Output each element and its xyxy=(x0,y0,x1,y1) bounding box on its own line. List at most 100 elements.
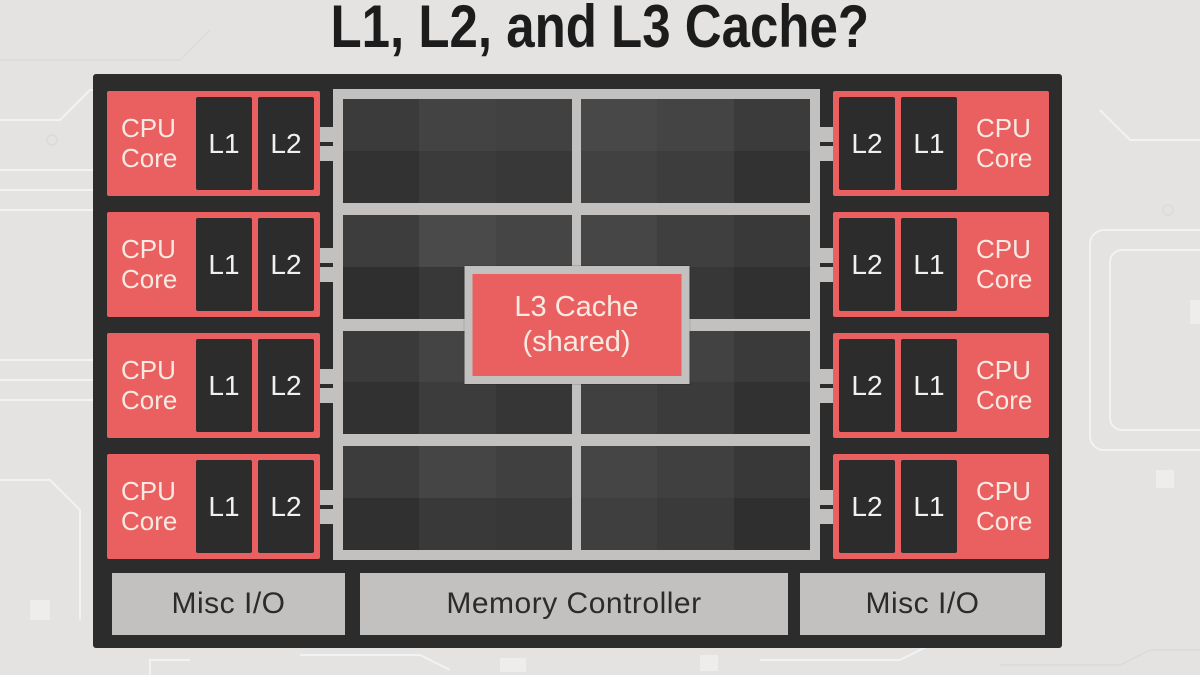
cache-tile xyxy=(343,214,420,267)
cache-panel xyxy=(343,99,572,203)
l1-cache-block: L1 xyxy=(196,218,252,311)
cpu-core-block: L2 L1 CPU Core xyxy=(820,454,1049,559)
l2-cache-block: L2 xyxy=(839,339,895,432)
cache-tile xyxy=(343,266,420,319)
l1-label: L1 xyxy=(208,127,240,159)
cache-tile xyxy=(733,446,810,499)
l1-label: L1 xyxy=(913,248,945,280)
cache-tile xyxy=(657,150,734,203)
bus-connector xyxy=(820,247,833,282)
cache-tile xyxy=(343,498,420,550)
cache-tile xyxy=(733,498,810,550)
cache-panel xyxy=(581,99,810,203)
cache-tile xyxy=(657,446,734,499)
bus-connector xyxy=(320,368,333,403)
l1-label: L1 xyxy=(913,127,945,159)
cpu-core-block: CPU Core L1 L2 xyxy=(107,333,333,438)
l1-label: L1 xyxy=(913,369,945,401)
cache-tile xyxy=(657,214,734,267)
right-core-column: L2 L1 CPU Core L2 L1 CPU Core L2 L1 CPU … xyxy=(820,91,1049,559)
bus-connector xyxy=(320,247,333,282)
cache-tile xyxy=(657,498,734,550)
cpu-core-block: L2 L1 CPU Core xyxy=(820,212,1049,317)
cache-tile xyxy=(495,214,572,267)
misc-io-label: Misc I/O xyxy=(865,587,980,620)
cache-tile xyxy=(419,446,496,499)
cache-tile xyxy=(581,382,658,435)
cache-tile xyxy=(733,214,810,267)
cache-tile xyxy=(343,99,420,151)
l2-cache-block: L2 xyxy=(839,97,895,190)
l2-label: L2 xyxy=(270,127,302,159)
bus-connector xyxy=(820,126,833,161)
cache-tile xyxy=(495,150,572,203)
cache-tile xyxy=(343,382,420,435)
l3-cache-label-line1: L3 Cache xyxy=(514,291,639,324)
bus-connector xyxy=(320,126,333,161)
l3-cache-label-line2: (shared) xyxy=(522,325,631,358)
bus-connector xyxy=(820,489,833,524)
l2-label: L2 xyxy=(270,369,302,401)
l2-label: L2 xyxy=(851,248,883,280)
l2-label: L2 xyxy=(270,248,302,280)
cpu-core-label: CPU Core xyxy=(976,476,1033,536)
l2-label: L2 xyxy=(851,490,883,522)
l1-cache-block: L1 xyxy=(901,97,957,190)
cache-tile xyxy=(657,382,734,435)
cache-tile xyxy=(495,382,572,435)
cache-tile xyxy=(733,330,810,383)
misc-io-block-right: Misc I/O xyxy=(800,573,1045,635)
l1-cache-block: L1 xyxy=(901,339,957,432)
l1-cache-block: L1 xyxy=(196,460,252,553)
l3-cache-array: L3 Cache (shared) xyxy=(333,89,820,560)
l2-cache-block: L2 xyxy=(258,97,314,190)
misc-io-label: Misc I/O xyxy=(171,587,286,620)
l1-label: L1 xyxy=(208,248,240,280)
l1-cache-block: L1 xyxy=(196,97,252,190)
cache-tile xyxy=(419,498,496,550)
cpu-core-label: CPU Core xyxy=(121,476,178,536)
cache-tile xyxy=(733,99,810,151)
cache-tile xyxy=(343,446,420,499)
cpu-core-label: CPU Core xyxy=(976,234,1033,294)
l1-label: L1 xyxy=(208,369,240,401)
memory-controller-label: Memory Controller xyxy=(446,587,702,620)
cache-panel xyxy=(581,446,810,550)
cpu-core-label: CPU Core xyxy=(121,234,178,294)
cache-tile xyxy=(581,498,658,550)
page-title-text: L1, L2, and L3 Cache? xyxy=(330,0,870,60)
cpu-die: CPU Core L1 L2 CPU Core L1 L2 CPU Core L… xyxy=(93,74,1062,648)
l1-cache-block: L1 xyxy=(196,339,252,432)
cache-tile xyxy=(581,150,658,203)
page-title: L1, L2, and L3 Cache? xyxy=(0,0,1200,61)
cache-tile xyxy=(419,214,496,267)
l2-label: L2 xyxy=(270,490,302,522)
cpu-core-label: CPU Core xyxy=(976,113,1033,173)
l1-label: L1 xyxy=(913,490,945,522)
l2-label: L2 xyxy=(851,369,883,401)
cache-tile xyxy=(343,330,420,383)
l1-cache-block: L1 xyxy=(901,460,957,553)
memory-controller-block: Memory Controller xyxy=(360,573,788,635)
l2-label: L2 xyxy=(851,127,883,159)
l1-cache-block: L1 xyxy=(901,218,957,311)
cache-tile xyxy=(495,99,572,151)
cpu-core-label: CPU Core xyxy=(976,355,1033,415)
l2-cache-block: L2 xyxy=(258,339,314,432)
cache-tile xyxy=(733,266,810,319)
cpu-core-block: L2 L1 CPU Core xyxy=(820,333,1049,438)
cache-panel xyxy=(343,446,572,550)
bus-connector xyxy=(820,368,833,403)
cache-tile xyxy=(581,99,658,151)
cache-tile xyxy=(495,498,572,550)
left-core-column: CPU Core L1 L2 CPU Core L1 L2 CPU Core L… xyxy=(107,91,333,559)
cpu-core-block: CPU Core L1 L2 xyxy=(107,454,333,559)
cache-tile xyxy=(343,150,420,203)
l2-cache-block: L2 xyxy=(839,218,895,311)
l2-cache-block: L2 xyxy=(258,218,314,311)
l2-cache-block: L2 xyxy=(839,460,895,553)
cache-tile xyxy=(419,150,496,203)
misc-io-block-left: Misc I/O xyxy=(112,573,345,635)
cache-tile xyxy=(581,446,658,499)
bus-connector xyxy=(320,489,333,524)
